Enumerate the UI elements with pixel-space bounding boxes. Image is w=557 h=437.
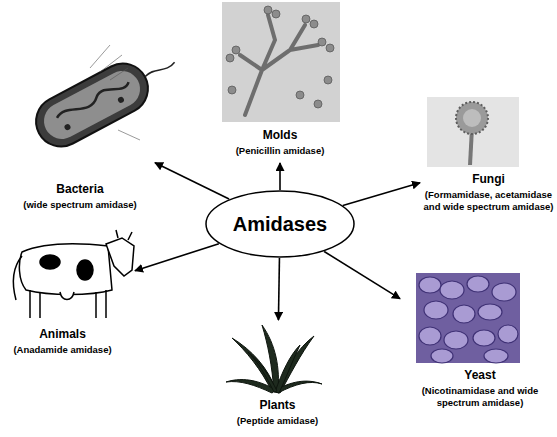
yeast-cell <box>440 281 464 299</box>
cow-body <box>19 244 112 295</box>
yeast-cell <box>473 330 495 346</box>
yeast-cell <box>431 349 453 363</box>
cow-drawing <box>14 230 134 318</box>
organism-label: Yeast <box>420 368 540 382</box>
leader-line <box>110 68 128 80</box>
enzyme-label: (wide spectrum amidase) <box>5 199 155 210</box>
yeast-cell <box>484 349 508 363</box>
cow-horns <box>116 230 132 240</box>
label-block: Fungi (Formamidase, acetamidase and wide … <box>422 172 555 212</box>
cow-spot <box>77 260 93 280</box>
label-block: Molds (Penicillin amidase) <box>215 128 345 157</box>
flagellum <box>144 60 175 79</box>
enzyme-label: (Peptide amidase) <box>210 415 345 426</box>
spore <box>228 86 236 94</box>
arrow-connector <box>279 163 281 190</box>
hyphae <box>240 15 318 115</box>
spore <box>302 15 310 23</box>
yeast-cells <box>419 276 518 363</box>
cow-tail <box>14 256 22 300</box>
spore <box>296 91 304 99</box>
spore <box>326 44 334 52</box>
arrow-connector <box>155 163 229 199</box>
vesicle <box>463 109 481 127</box>
spore <box>264 6 272 14</box>
arrow-connector <box>324 251 400 298</box>
photo-background <box>427 97 519 167</box>
label-block: Bacteria (wide spectrum amidase) <box>5 182 155 211</box>
leaf <box>248 352 277 392</box>
mold-photo <box>222 2 340 122</box>
spore <box>310 20 318 28</box>
yeast-cell <box>478 304 502 320</box>
photo-background <box>416 273 520 363</box>
conidia-head <box>456 102 488 134</box>
organism-label: Bacteria <box>5 182 155 196</box>
spore <box>232 46 240 54</box>
plants-node: Plants (Peptide amidase) <box>210 320 345 436</box>
photo-background <box>222 2 340 122</box>
hub-label: Amidases <box>233 213 328 236</box>
cow-legs <box>30 290 106 318</box>
label-block: Animals (Anadamide amidase) <box>0 327 125 356</box>
bacteria-node: Bacteria (wide spectrum amidase) <box>5 40 155 212</box>
ellipse-shape <box>206 191 354 257</box>
hub-ellipse: Amidases <box>205 190 355 258</box>
yeast-cell <box>498 325 518 343</box>
animals-node: Animals (Anadamide amidase) <box>0 225 135 360</box>
enzyme-label: (Formamidase, acetamidase and wide spect… <box>422 189 555 212</box>
enzyme-label: (Nicotinamidase and wide spectrum amidas… <box>420 385 540 408</box>
spores <box>226 6 334 108</box>
leaf <box>275 345 300 393</box>
label-block: Plants (Peptide amidase) <box>210 398 345 427</box>
cow-head <box>106 238 134 276</box>
yeast-cell <box>419 277 441 293</box>
label-block: Yeast (Nicotinamidase and wide spectrum a… <box>420 368 540 408</box>
yeast-photo <box>416 273 520 363</box>
fungi-node: Fungi (Formamidase, acetamidase and wide … <box>420 95 557 230</box>
spore <box>324 76 332 84</box>
yeast-node: Yeast (Nicotinamidase and wide spectrum a… <box>400 275 557 420</box>
plant-drawing <box>226 325 322 393</box>
cell-wall <box>27 55 156 155</box>
organism-label: Fungi <box>422 172 555 186</box>
molds-node: Molds (Penicillin amidase) <box>215 0 345 163</box>
cytoplasm <box>38 65 147 146</box>
leader-line <box>100 55 122 72</box>
spore <box>226 54 234 62</box>
yeast-cell <box>467 276 489 292</box>
leader-lines <box>90 45 140 140</box>
leader-line <box>90 45 110 68</box>
yeast-cell <box>453 305 475 323</box>
bacterium-drawing <box>27 39 186 155</box>
yeast-cell <box>419 327 441 345</box>
spore <box>314 100 322 108</box>
leader-line <box>118 130 140 140</box>
organism-label: Molds <box>215 128 345 142</box>
spore <box>272 10 280 18</box>
cow-spot <box>40 255 60 269</box>
yeast-cell <box>424 301 448 319</box>
ribosome <box>63 123 71 131</box>
nucleoid <box>56 78 130 122</box>
enzyme-label: (Penicillin amidase) <box>215 145 345 156</box>
yeast-cell <box>492 283 516 301</box>
ribosome <box>117 96 125 104</box>
organism-label: Plants <box>210 398 345 412</box>
arrow-connector <box>278 258 279 320</box>
arrow-connector <box>135 244 219 271</box>
organism-label: Animals <box>0 327 125 341</box>
hub-label-box: Amidases <box>205 190 355 258</box>
arrow-connector <box>343 183 420 206</box>
cow-udder <box>60 292 74 300</box>
spore <box>318 38 326 46</box>
fungus-photo <box>427 97 519 167</box>
enzyme-label: (Anadamide amidase) <box>0 344 125 355</box>
yeast-cell <box>444 331 468 349</box>
